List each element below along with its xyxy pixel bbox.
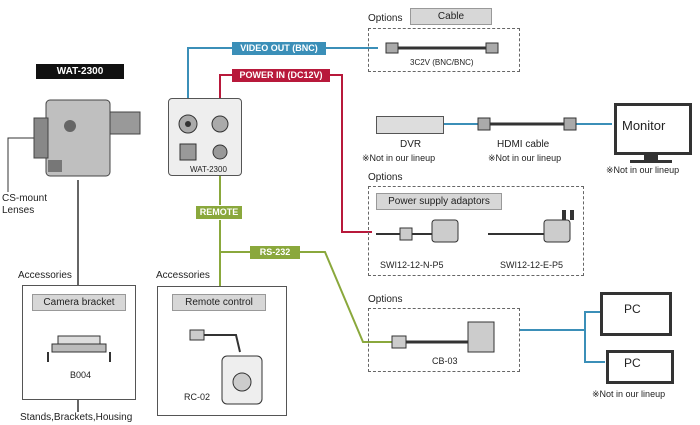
rs232-tag: RS-232 [250, 246, 300, 259]
accessories-mid-label: Accessories [156, 270, 210, 281]
lens-label: CS-mount Lenses [2, 193, 48, 216]
monitor-note: ※Not in our lineup [606, 165, 680, 175]
pc-screen-2 [606, 350, 674, 384]
accessories-left-label: Accessories [18, 270, 72, 281]
rs-options-box [368, 308, 520, 372]
hdmi-note: ※Not in our lineup [488, 153, 562, 163]
dvr-note: ※Not in our lineup [362, 153, 436, 163]
pc-label-2: PC [624, 356, 641, 370]
pc-note: ※Not in our lineup [592, 389, 666, 399]
camera-model-banner: WAT-2300 [36, 64, 124, 79]
monitor-label: Monitor [622, 118, 666, 133]
rs-options-label: Options [368, 294, 403, 305]
remote-header: Remote control [172, 294, 266, 311]
video-out-tag: VIDEO OUT (BNC) [232, 42, 326, 55]
pc-label-1: PC [624, 302, 641, 316]
adaptor-name-2: SWI12-12-E-P5 [500, 260, 564, 270]
bracket-header: Camera bracket [32, 294, 126, 311]
dvr-device [376, 116, 444, 134]
monitor-screen [614, 103, 692, 155]
cable-options-label: Options [368, 13, 403, 24]
bracket-item: B004 [70, 370, 92, 380]
power-header: Power supply adaptors [376, 193, 502, 210]
adaptor-name-1: SWI12-12-N-P5 [380, 260, 444, 270]
pc-screen-1 [600, 292, 672, 336]
power-in-tag: POWER IN (DC12V) [232, 69, 330, 82]
cable-options-box [368, 28, 520, 72]
camera-rear-panel [168, 98, 242, 176]
remote-item: RC-02 [184, 392, 211, 402]
remote-tag: REMOTE [196, 206, 242, 219]
power-options-label: Options [368, 172, 403, 183]
rs-cable-name: CB-03 [432, 356, 458, 366]
dvr-label: DVR [400, 139, 422, 150]
hdmi-label: HDMI cable [497, 139, 550, 150]
cable-name: 3C2V (BNC/BNC) [410, 58, 474, 67]
accessories-footer: Stands,Brackets,Housing [20, 412, 133, 423]
power-options-box [368, 186, 584, 276]
cable-header: Cable [410, 8, 492, 25]
rear-panel-model: WAT-2300 [190, 165, 227, 174]
